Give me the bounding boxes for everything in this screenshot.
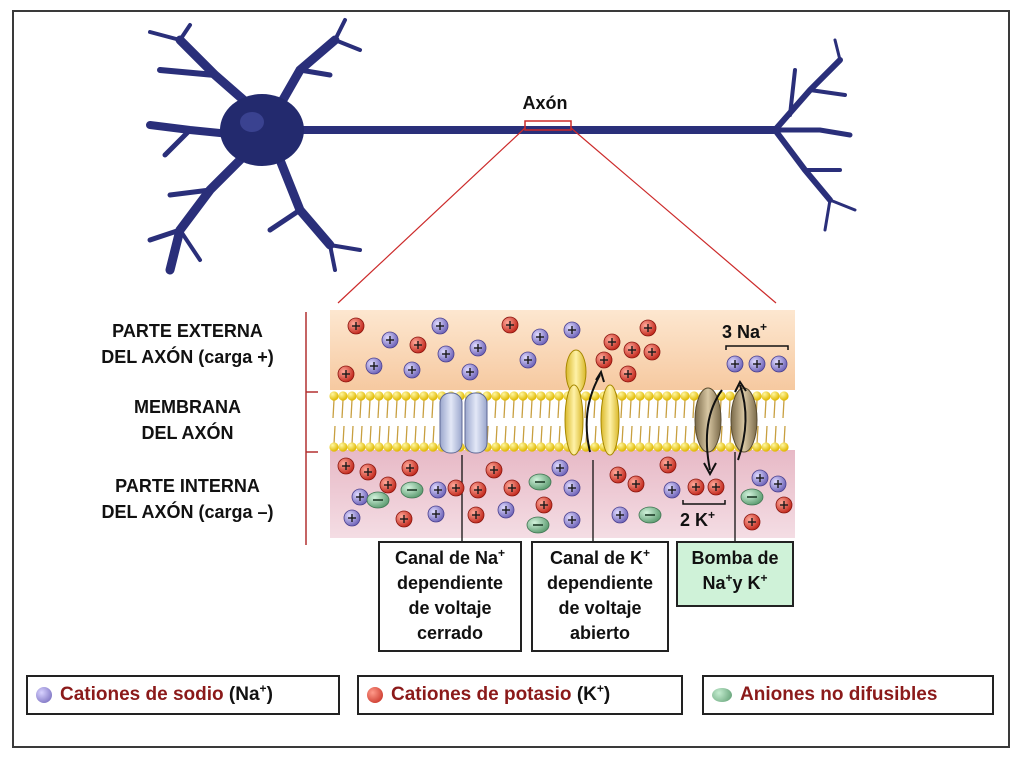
potassium-ion [639,319,657,337]
potassium-ion [401,459,419,477]
sodium-ion [563,479,581,497]
potassium-ion [447,479,465,497]
legend-anions: Aniones no difusibles [702,675,994,715]
sodium-ion [611,506,629,524]
potassium-ion [743,513,761,531]
k-channel-box: Canal de K+ dependiente de voltaje abier… [531,541,669,652]
sodium-ion [461,363,479,381]
legend-potassium: Cationes de potasio (K+) [357,675,683,715]
cell-body [220,94,304,166]
sodium-ion [770,355,788,373]
potassium-ion [503,479,521,497]
potassium-ion [337,457,355,475]
diagram-frame [12,10,1010,748]
sodium-ion [748,355,766,373]
three-na-label: 3 Na+ [722,320,768,342]
sodium-ion [429,481,447,499]
potassium-ion [535,496,553,514]
anion [740,488,764,506]
sodium-ion [769,475,787,493]
potassium-ion [359,463,377,481]
ions [337,316,793,534]
pointer-lines [461,452,736,541]
potassium-ion [395,510,413,528]
membrane-label: MEMBRANA DEL AXÓN [80,394,295,446]
sodium-ion [431,317,449,335]
anion-icon [712,688,732,702]
legend-sodium: Cationes de sodio (Na+) [26,675,340,715]
potassium-ion [659,456,677,474]
flux-arrows [585,369,747,477]
sodium-ion [381,331,399,349]
sodium-ion [563,321,581,339]
sodium-ion [519,351,537,369]
potassium-ion [623,341,641,359]
two-k-label: 2 K+ [680,508,716,530]
sodium-ion [563,511,581,529]
potassium-ion [687,478,705,496]
potassium-ion [619,365,637,383]
sodium-ion [531,328,549,346]
potassium-ion [501,316,519,334]
neuron [146,18,857,275]
sodium-ion [403,361,421,379]
sodium-ion [427,505,445,523]
potassium-ion [643,343,661,361]
sodium-ion [726,355,744,373]
potassium-ion [469,481,487,499]
potassium-ion [379,476,397,494]
potassium-ion [347,317,365,335]
na-channel-box: Canal de Na+ dependiente de voltaje cerr… [378,541,522,652]
sodium-ion [469,339,487,357]
na-channel [439,392,488,454]
anion [400,481,424,499]
potassium-ion [595,351,613,369]
pump-box: Bomba de Na+y K+ [676,541,794,607]
anion [528,473,552,491]
sodium-ion [343,509,361,527]
outer-label-line2: DEL AXÓN (carga +) [101,347,274,367]
sodium-ion [365,357,383,375]
sodium-ion-icon [36,687,52,703]
k-channel [564,349,620,456]
membrane-label-line1: MEMBRANA [134,397,241,417]
potassium-ion [409,336,427,354]
outer-label-line1: PARTE EXTERNA [112,321,263,341]
potassium-ion [609,466,627,484]
sodium-ion [663,481,681,499]
outer-region-label: PARTE EXTERNA DEL AXÓN (carga +) [80,318,295,370]
sodium-ion [351,488,369,506]
sodium-ion [751,469,769,487]
zoom-rect [524,120,572,131]
region-brackets [305,312,318,545]
potassium-ion [775,496,793,514]
potassium-ion [485,461,503,479]
sodium-ion [437,345,455,363]
sodium-ion [497,501,515,519]
potassium-ion-icon [367,687,383,703]
potassium-ion [467,506,485,524]
potassium-ion [707,478,725,496]
axon-label: Axón [522,93,568,113]
potassium-ion [337,365,355,383]
anion [366,491,390,509]
membrane-label-line2: DEL AXÓN [141,423,234,443]
nucleus [240,112,264,132]
potassium-ion [627,475,645,493]
anion [638,506,662,524]
inner-region-label: PARTE INTERNA DEL AXÓN (carga –) [80,473,295,525]
inner-label-line2: DEL AXÓN (carga –) [101,502,274,522]
potassium-ion [603,333,621,351]
sodium-ion [551,459,569,477]
inner-label-line1: PARTE INTERNA [115,476,260,496]
anion [526,516,550,534]
